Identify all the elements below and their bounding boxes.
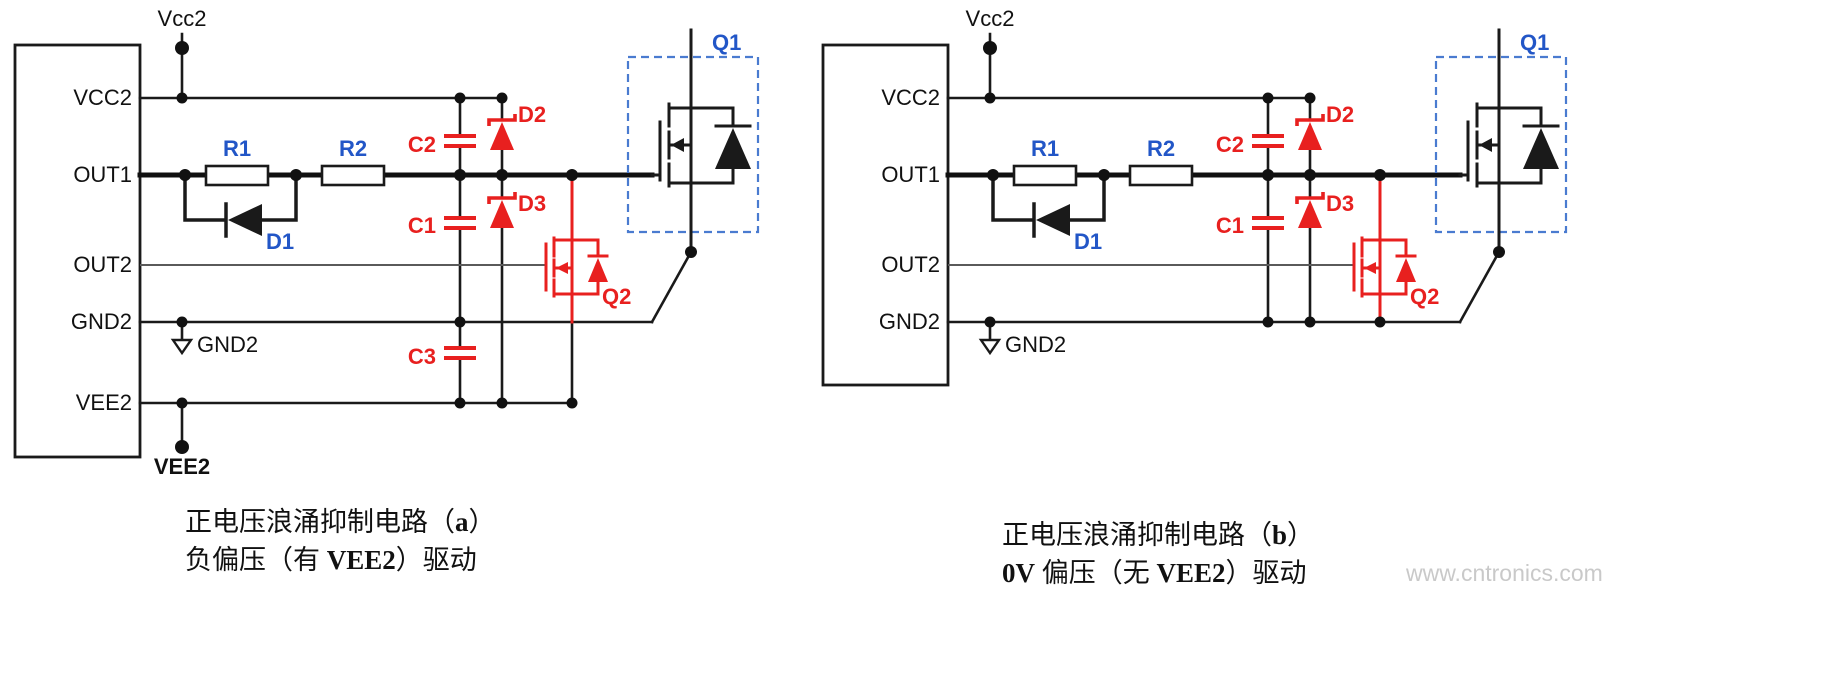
pin-out2: OUT2 — [881, 252, 940, 277]
label-d3: D3 — [518, 191, 546, 216]
label-d3: D3 — [1326, 191, 1354, 216]
caption-right: 正电压浪涌抑制电路（b） 0V 偏压（无 VEE2）驱动 — [1002, 516, 1314, 592]
pin-vcc2: VCC2 — [73, 85, 132, 110]
label-c2: C2 — [408, 132, 436, 157]
mosfet-q1 — [626, 28, 760, 254]
left-wires — [138, 32, 693, 449]
label-c2: C2 — [1216, 132, 1244, 157]
label-d2: D2 — [518, 102, 546, 127]
zener-d2 — [1295, 114, 1325, 150]
gnd2-symbol-label: GND2 — [197, 332, 258, 357]
caption-right-line1: 正电压浪涌抑制电路（b） — [1002, 520, 1315, 550]
label-d1: D1 — [266, 229, 294, 254]
right-junction-dots — [983, 41, 1505, 328]
resistor-r1 — [204, 164, 270, 187]
zener-d3 — [1295, 192, 1325, 228]
label-q1: Q1 — [712, 30, 741, 55]
vcc2-supply-label: Vcc2 — [158, 6, 207, 31]
left-junction-dots — [175, 41, 697, 454]
label-r2: R2 — [339, 136, 367, 161]
pin-out2: OUT2 — [73, 252, 132, 277]
pin-vcc2: VCC2 — [881, 85, 940, 110]
watermark: www.cntronics.com — [1406, 560, 1603, 586]
vcc2-supply-label: Vcc2 — [966, 6, 1015, 31]
label-c1: C1 — [408, 213, 436, 238]
caption-left-line1: 正电压浪涌抑制电路（a） — [185, 507, 496, 537]
ground-symbol — [978, 338, 1002, 356]
label-c1: C1 — [1216, 213, 1244, 238]
zener-d3 — [487, 192, 517, 228]
pin-gnd2: GND2 — [879, 309, 940, 334]
gate-driver-ic-left — [13, 43, 142, 459]
ground-symbol — [170, 338, 194, 356]
caption-right-line2: 0V 偏压（无 VEE2）驱动 — [1002, 558, 1307, 588]
resistor-r2 — [1128, 164, 1194, 187]
capacitor-c2 — [444, 134, 476, 148]
pin-out1: OUT1 — [881, 162, 940, 187]
mosfet-q2 — [544, 173, 609, 324]
right-circuit: VCC2 OUT1 OUT2 GND2 Vcc2 GND2 R1 R2 D1 C… — [821, 6, 1568, 387]
label-q1: Q1 — [1520, 30, 1549, 55]
caption-left-line2: 负偏压（有 VEE2）驱动 — [185, 545, 477, 575]
gate-driver-ic-right — [821, 43, 950, 387]
diode-d1 — [991, 173, 1106, 238]
label-c3: C3 — [408, 344, 436, 369]
mosfet-q2 — [1352, 173, 1417, 324]
mosfet-q1 — [1434, 28, 1568, 254]
pin-gnd2: GND2 — [71, 309, 132, 334]
q1-dashed-box — [1434, 55, 1568, 234]
label-r2: R2 — [1147, 136, 1175, 161]
pin-vee2: VEE2 — [76, 390, 132, 415]
capacitor-c3 — [444, 346, 476, 360]
label-d2: D2 — [1326, 102, 1354, 127]
gnd2-symbol-label: GND2 — [1005, 332, 1066, 357]
zener-d2 — [487, 114, 517, 150]
pin-out1: OUT1 — [73, 162, 132, 187]
diode-d1 — [183, 173, 298, 238]
capacitor-c1 — [444, 216, 476, 230]
vee2-supply-label: VEE2 — [154, 454, 210, 479]
resistor-r1 — [1012, 164, 1078, 187]
q1-dashed-box — [626, 55, 760, 234]
left-circuit: VCC2 OUT1 OUT2 GND2 VEE2 Vcc2 GND2 VEE2 … — [13, 6, 760, 479]
label-q2: Q2 — [602, 284, 631, 309]
label-q2: Q2 — [1410, 284, 1439, 309]
capacitor-c2 — [1252, 134, 1284, 148]
label-r1: R1 — [223, 136, 251, 161]
resistor-r2 — [320, 164, 386, 187]
caption-left: 正电压浪涌抑制电路（a） 负偏压（有 VEE2）驱动 — [185, 503, 496, 579]
label-d1: D1 — [1074, 229, 1102, 254]
label-r1: R1 — [1031, 136, 1059, 161]
capacitor-c1 — [1252, 216, 1284, 230]
